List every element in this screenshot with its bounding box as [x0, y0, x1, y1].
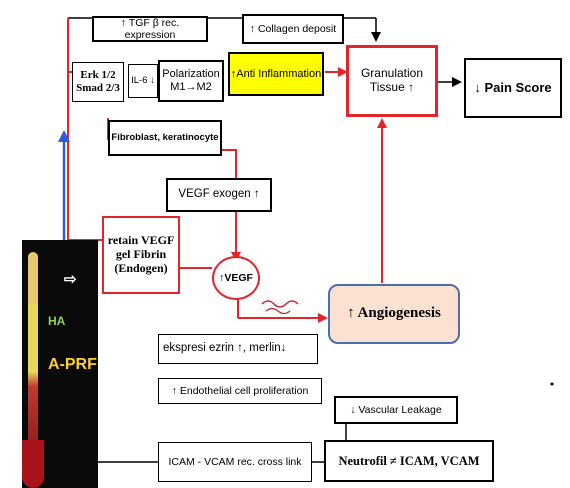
arrowhead-up-granulation — [377, 118, 387, 128]
node-vegf-circle: ↑VEGF — [212, 256, 260, 300]
tube-body — [28, 304, 38, 454]
node-vascular-leakage: ↓ Vascular Leakage — [334, 396, 458, 424]
tube-label-ha: HA — [48, 314, 66, 328]
node-pain-score: ↓ Pain Score — [464, 58, 562, 118]
node-icam-vcam-link: ICAM - VCAM rec. cross link — [158, 442, 312, 482]
tube-yellow-top — [28, 252, 38, 304]
node-collagen-deposit: ↑ Collagen deposit — [242, 14, 344, 44]
dot-mark — [550, 382, 554, 386]
node-granulation-tissue: Granulation Tissue ↑ — [346, 45, 438, 117]
node-fibroblast-keratinocyte: Fibroblast, keratinocyte — [108, 120, 222, 156]
red-connectors — [67, 18, 383, 319]
node-tgf-expression: ↑ TGF β rec. expression — [92, 16, 208, 42]
node-il6: IL-6 ↓ — [128, 64, 158, 98]
node-retain-vegf: retain VEGF gel Fibrin (Endogen) — [102, 216, 180, 294]
node-angiogenesis: ↑ Angiogenesis — [328, 284, 460, 344]
tube-label-aprf: A-PRF — [48, 356, 97, 373]
tube-red-bottom — [22, 440, 44, 488]
squiggle-decoration-2 — [265, 307, 291, 315]
arrowhead-blue-up — [58, 130, 70, 142]
arrowhead-granulation — [338, 67, 348, 77]
node-neutrofil: Neutrofil ≠ ICAM, VCAM — [324, 440, 494, 482]
arrowhead-collagen — [371, 32, 381, 42]
node-endothelial-proliferation: ↑ Endothelial cell proliferation — [158, 378, 322, 404]
node-anti-inflammation: ↑Anti Inflammation — [228, 52, 324, 96]
arrowhead-pain — [452, 77, 462, 87]
node-polarization: Polarization M1→M2 — [158, 60, 224, 102]
node-erk-smad: Erk 1/2 Smad 2/3 — [72, 62, 124, 102]
node-vegf-exogen: VEGF exogen ↑ — [166, 178, 272, 212]
node-ezrin-merlin: ekspresi ezrin ↑, merlin↓ — [158, 334, 318, 364]
squiggle-decoration — [261, 300, 299, 308]
aprf-tube-image: ⇨ HA A-PRF — [22, 240, 98, 488]
tube-arrow-icon: ⇨ — [64, 271, 77, 288]
arrowhead-angiogenesis — [318, 313, 328, 323]
